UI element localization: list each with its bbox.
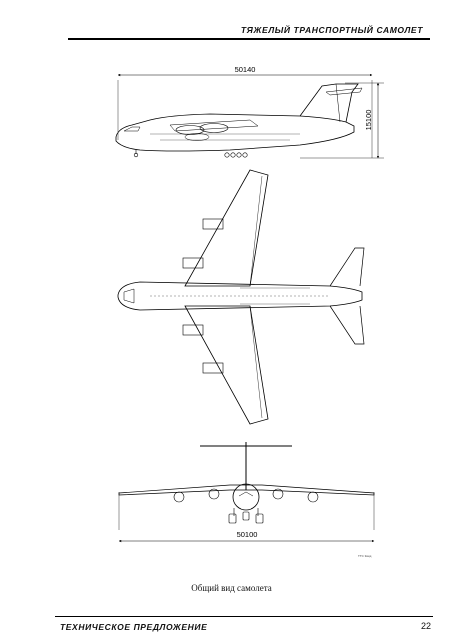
side-view	[115, 73, 384, 159]
figure-caption: Общий вид самолета	[191, 583, 272, 593]
header-title: ТЯЖЕЛЫЙ ТРАНСПОРТНЫЙ САМОЛЕТ	[240, 25, 423, 35]
front-span-label: 50100	[237, 530, 258, 539]
drawing-corner-mark: ТТС 3вид	[358, 554, 372, 558]
side-height-label: 15100	[364, 110, 373, 131]
side-length-label: 50140	[235, 65, 256, 74]
top-view	[117, 169, 365, 425]
header-rule	[68, 38, 430, 40]
front-view	[118, 442, 375, 543]
footer-rule	[55, 616, 433, 617]
footer-title: ТЕХНИЧЕСКОЕ ПРЕДЛОЖЕНИЕ	[60, 622, 208, 632]
page-number: 22	[420, 621, 431, 631]
